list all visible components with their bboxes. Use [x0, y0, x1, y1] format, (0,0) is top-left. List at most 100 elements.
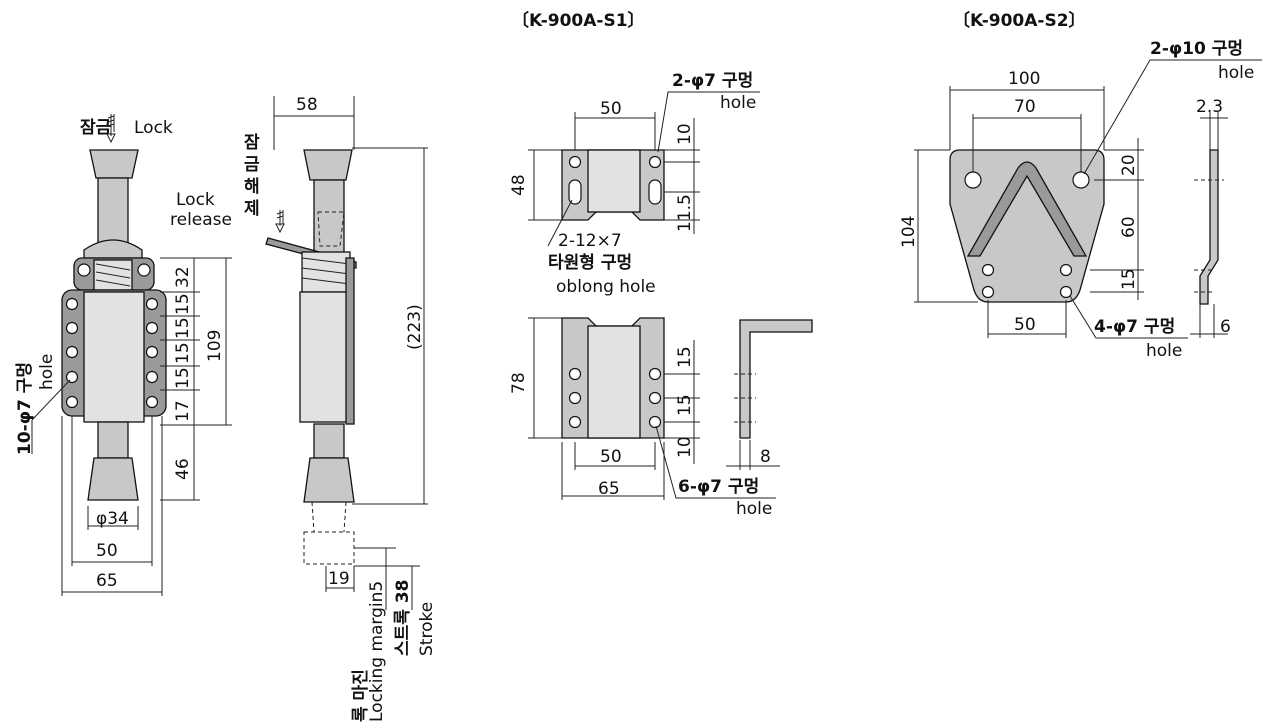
s1-front-dims — [528, 317, 776, 500]
lock-label-en: Lock — [134, 118, 173, 138]
dim-17: 17 — [173, 400, 193, 422]
s2-dim-6: 6 — [1220, 317, 1231, 337]
margin-label-ko: 록 마진 — [351, 669, 371, 722]
s2-dim-100: 100 — [1008, 69, 1040, 89]
s2-bottom-holes-en: hole — [1146, 341, 1182, 361]
release-arrow-icon — [275, 210, 285, 234]
top-knob — [89, 149, 139, 179]
s2-dim-70: 70 — [1014, 97, 1036, 117]
title-s2: 〔K-900A-S2〕 — [953, 10, 1086, 31]
hole-icon — [1059, 263, 1073, 277]
hidden-extended-knob — [303, 501, 355, 565]
hole-icon — [648, 155, 662, 169]
holes-label-en: hole — [37, 354, 57, 390]
s1-top-dims — [528, 91, 760, 247]
release-label-en-1: Lock — [176, 190, 215, 210]
dim-223: (223) — [405, 304, 425, 350]
side-dimension-lines — [273, 96, 428, 610]
s1-side-profile — [739, 319, 813, 439]
bottom-knob — [87, 457, 139, 501]
spring-coil-icon — [301, 257, 351, 285]
margin-label-en: Locking margin5 — [367, 581, 387, 722]
s2-bottom-holes-ko: 4-φ7 구멍 — [1094, 317, 1175, 337]
dim-65: 65 — [96, 571, 118, 591]
lock-label-ko: 잠금 — [80, 118, 112, 138]
hidden-released-knob — [317, 211, 345, 247]
s2-dim-2-3: 2.3 — [1196, 97, 1223, 117]
hole-icon — [77, 263, 91, 277]
s1-top-holes-ko: 2-φ7 구멍 — [672, 71, 753, 91]
top-cap — [83, 239, 143, 259]
s1-bottom-holes-ko: 6-φ7 구멍 — [678, 477, 759, 497]
side-bottom-knob — [303, 457, 355, 503]
s1-dim-10: 10 — [675, 123, 695, 145]
s2-side-hidden-holes — [1194, 179, 1224, 293]
oblong-hole-icon — [648, 179, 662, 205]
stroke-label-ko: 스트록 38 — [393, 580, 413, 657]
s1-oblong-size: 2-12×7 — [558, 231, 622, 251]
s1-bottom-holes-en: hole — [736, 499, 772, 519]
side-top-shaft — [313, 179, 345, 261]
s1-front-channel — [587, 325, 641, 439]
holes-label-ko: 10-φ7 구멍 — [15, 362, 35, 455]
hole-icon — [1072, 171, 1090, 189]
dim-46: 46 — [173, 458, 193, 480]
spring-coil-icon — [95, 263, 131, 287]
s1-oblong-en: oblong hole — [556, 277, 656, 297]
s1-top-channel — [587, 149, 641, 213]
s2-dims — [914, 59, 1262, 339]
stroke-label-en: Stroke — [417, 602, 437, 656]
s1-side-dims — [726, 440, 780, 470]
s1-side-hidden-holes — [734, 373, 756, 423]
bracket-s1: 50 48 10 11.5 2-φ7 구멍 hole 2-12×7 타원형 구멍… — [509, 71, 813, 519]
s1-dim-50b: 50 — [600, 447, 622, 467]
front-dimension-lines — [61, 257, 232, 596]
s2-dim-15: 15 — [1119, 268, 1139, 290]
title-s1: 〔K-900A-S1〕 — [512, 10, 645, 31]
hole-icon — [568, 155, 582, 169]
side-top-knob — [303, 149, 353, 181]
dim-15b: 15 — [173, 317, 193, 339]
top-shaft — [97, 177, 129, 247]
s2-top-holes-ko: 2-φ10 구멍 — [1150, 39, 1243, 59]
s2-dim-60: 60 — [1119, 216, 1139, 238]
s1-dim-15b: 15 — [675, 394, 695, 416]
s1-front-holes — [568, 367, 662, 429]
dim-109: 109 — [205, 330, 225, 362]
release-label-en-2: release — [170, 210, 232, 230]
dim-58: 58 — [296, 95, 318, 115]
s1-dim-78: 78 — [509, 372, 529, 394]
base-plate-holes — [65, 297, 159, 409]
s2-dim-50: 50 — [1014, 315, 1036, 335]
side-base-plate — [345, 257, 355, 425]
s1-dim-8: 8 — [760, 447, 771, 467]
s1-dim-50: 50 — [600, 99, 622, 119]
dim-32: 32 — [173, 266, 193, 288]
hole-icon — [137, 263, 151, 277]
s1-dim-65: 65 — [598, 479, 620, 499]
oblong-hole-icon — [568, 179, 582, 205]
s2-top-holes-en: hole — [1218, 63, 1254, 83]
latch-front-view: 잠금 Lock 10-φ7 구멍 hole — [15, 114, 232, 596]
side-body — [299, 291, 349, 423]
holes-leader-line — [31, 379, 71, 454]
bottom-shaft — [97, 421, 129, 459]
side-bottom-shaft — [313, 423, 345, 459]
latch-body — [83, 291, 145, 423]
s1-dim-10b: 10 — [675, 436, 695, 458]
side-spring — [301, 251, 351, 293]
lock-arrow-icon — [106, 114, 116, 144]
hole-icon — [964, 171, 982, 189]
hole-icon — [981, 263, 995, 277]
hole-icon — [1059, 285, 1073, 299]
s1-dim-48: 48 — [509, 174, 529, 196]
s2-dim-104: 104 — [899, 216, 919, 248]
s2-dim-20: 20 — [1119, 154, 1139, 176]
dim-15a: 15 — [173, 293, 193, 315]
s2-v-rib — [966, 161, 1088, 257]
dim-19: 19 — [328, 569, 350, 589]
dim-phi34: φ34 — [96, 509, 129, 529]
